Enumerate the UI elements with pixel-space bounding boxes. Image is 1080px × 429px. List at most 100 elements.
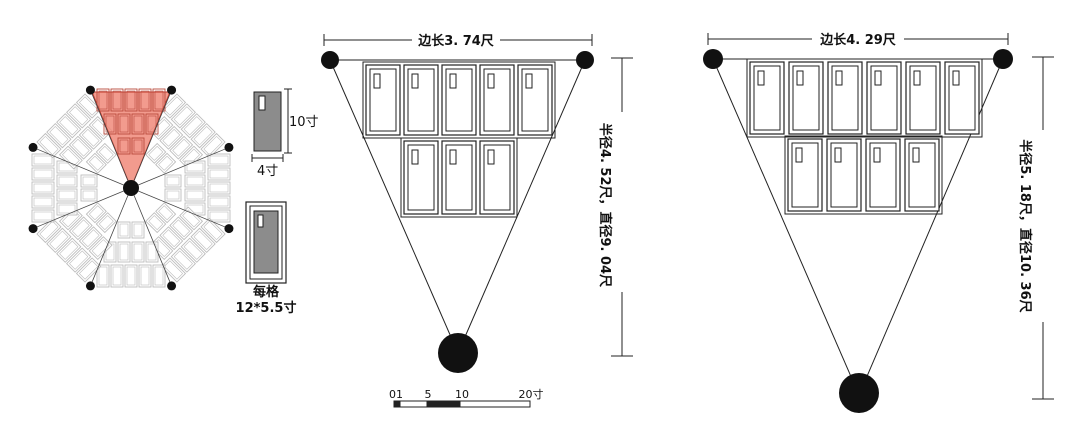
- octagon-cell: [184, 160, 206, 174]
- octagon-cell: [207, 153, 231, 167]
- octagon-cell: [184, 188, 206, 202]
- octagon-cell: [95, 212, 117, 234]
- octagon-cell-inner: [166, 190, 180, 200]
- octagon-cell: [145, 212, 167, 234]
- triangle-small-apex-dot: [438, 333, 478, 373]
- octagon-cell: [85, 152, 107, 174]
- octagon-ray: [32, 187, 132, 229]
- octagon-cell-inner: [173, 106, 193, 126]
- octagon-cell-inner: [183, 116, 203, 136]
- octagon-cell-inner: [209, 155, 229, 165]
- triangle-large: 边长4. 29尺 半径5. 18尺，直径10. 36尺: [703, 30, 1054, 413]
- cabinet-door: [792, 65, 820, 131]
- octagon-center-dot: [123, 180, 139, 196]
- triangle-large-left-dot: [703, 49, 723, 69]
- octagon-cell-inner: [59, 116, 79, 136]
- octagon-vertex: [28, 142, 38, 152]
- cabinet-handle: [834, 147, 842, 163]
- octagon-plan: [28, 85, 234, 291]
- octagon-cell: [110, 264, 124, 288]
- scale-label-2: 10: [455, 388, 469, 401]
- octagon-sector: [164, 153, 231, 223]
- cabinet-handle: [952, 70, 960, 86]
- cabinet-door: [483, 68, 511, 132]
- octagon-cell: [131, 221, 145, 239]
- octagon-cell-inner: [133, 243, 143, 261]
- octagon-cell-inner: [33, 211, 53, 221]
- octagon-cell-inner: [154, 266, 164, 286]
- octagon-cell-inner: [166, 176, 180, 186]
- octagon-cell: [31, 195, 55, 209]
- scale-bar: 01 5 10 20寸: [389, 387, 544, 408]
- cabinet-handle: [873, 147, 881, 163]
- octagon-cell-inner: [119, 223, 129, 237]
- octagon-cell: [190, 123, 216, 149]
- octagon-ray: [130, 147, 230, 189]
- octagon-cell-inner: [33, 169, 53, 179]
- cabinet-handle: [487, 149, 495, 165]
- octagon-ray: [130, 89, 172, 189]
- cabinet-door: [521, 68, 549, 132]
- octagon-cell-inner: [88, 205, 104, 221]
- octagon-cell-inner: [126, 266, 136, 286]
- octagon-cell-inner: [82, 190, 96, 200]
- octagon-cell: [96, 264, 110, 288]
- octagon-ray: [90, 187, 132, 287]
- octagon-cell-inner: [112, 90, 122, 110]
- octagon-cell-inner: [98, 90, 108, 110]
- octagon-vertex: [224, 142, 234, 152]
- octagon-cell-inner: [98, 266, 108, 286]
- octagon-cell: [31, 209, 55, 223]
- cabinet-handle: [487, 73, 495, 89]
- octagon-vertex-dots: [28, 85, 234, 291]
- octagon-cell: [117, 241, 131, 263]
- octagon-cell: [96, 88, 110, 112]
- triangle-large-left-edge: [712, 58, 860, 396]
- octagon-cell: [75, 257, 102, 283]
- octagon-sector: [36, 93, 117, 174]
- triangle-small-side-label: 边长3. 74尺: [417, 33, 494, 49]
- octagon-cell-inner: [147, 243, 157, 261]
- triangle-small: 边长3. 74尺 半径4. 52尺，直径9. 04尺: [321, 31, 633, 373]
- octagon-cell: [145, 113, 159, 135]
- octagon-cell-inner: [173, 250, 193, 270]
- cabinet-handle: [874, 70, 882, 86]
- octagon-cell: [110, 88, 124, 112]
- octagon-cell: [131, 241, 145, 263]
- octagon-cell-inner: [88, 155, 104, 171]
- octagon-vertex: [167, 281, 177, 291]
- octagon-cell: [200, 217, 226, 244]
- octagon-sector: [96, 221, 166, 288]
- cabinet-handle: [757, 70, 765, 86]
- scale-label-1: 5: [425, 388, 432, 401]
- octagon-radial-lines: [32, 89, 230, 287]
- octagon-cell-inner: [98, 145, 114, 161]
- octagon-cell-inner: [105, 115, 115, 133]
- octagon-cell: [180, 113, 206, 139]
- cabinet-handle: [449, 73, 457, 89]
- octagon-cell: [170, 247, 196, 273]
- octagon-cell: [184, 174, 206, 188]
- octagon-ray: [32, 147, 132, 189]
- octagon-cell: [152, 264, 166, 288]
- octagon-cell-inner: [98, 215, 114, 231]
- octagon-cell: [207, 181, 231, 195]
- octagon-cell: [124, 264, 138, 288]
- octagon-cell: [31, 153, 55, 167]
- triangle-large-apex-dot: [839, 373, 879, 413]
- octagon-sector: [31, 153, 98, 223]
- scale-label-0: 01: [389, 388, 403, 401]
- octagon-cell-inner: [148, 145, 164, 161]
- octagon-cell: [138, 264, 152, 288]
- octagon-cell: [152, 88, 166, 112]
- cabinet-row-frame: [784, 135, 943, 215]
- octagon-cell: [131, 113, 145, 135]
- octagon-cell-inner: [182, 209, 201, 228]
- octagon-vertex: [224, 224, 234, 234]
- cabinet-row-frame: [400, 137, 518, 218]
- octagon-cell-inner: [112, 266, 122, 286]
- octagon-cell-inner: [58, 204, 76, 214]
- octagon-cell-inner: [163, 260, 184, 280]
- octagon-cell-inner: [193, 230, 213, 250]
- octagon-cell: [56, 202, 78, 216]
